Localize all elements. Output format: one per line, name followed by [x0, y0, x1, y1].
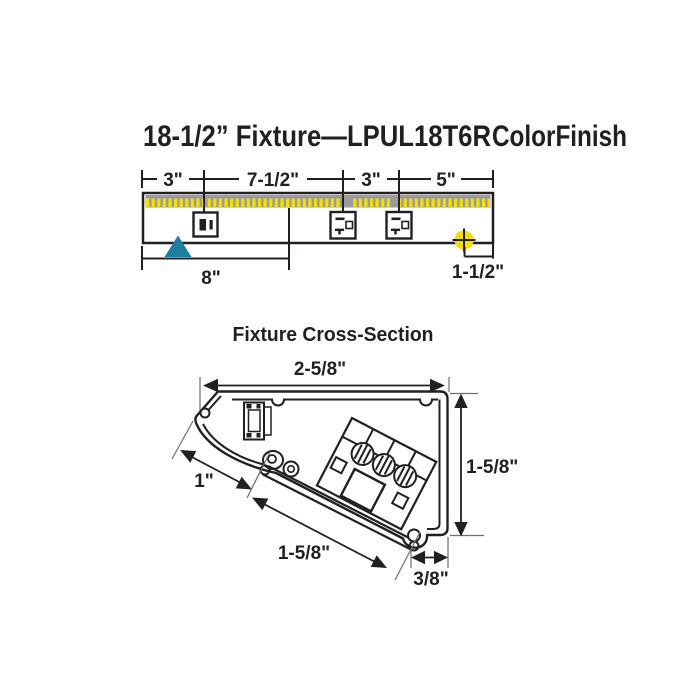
terminal-block [315, 416, 438, 531]
arrowhead-up [454, 393, 468, 408]
arrowhead [370, 555, 387, 568]
segment-dim-5in: 5" [436, 170, 456, 191]
ext-line [394, 531, 421, 581]
led-module [243, 401, 272, 441]
led-strip-dashes [146, 198, 490, 207]
fixture-top-view: 3" 7-1/2" 3" 5" [141, 168, 504, 289]
terminal-center-opening [339, 467, 387, 513]
terminal-slot-right [390, 491, 410, 511]
dim-lens-1in-label: 1" [194, 471, 214, 492]
label-bg [431, 168, 461, 189]
page-title: 18-1/2” Fixture—LPUL18T6R [143, 120, 491, 153]
fixture-cross-section: Fixture Cross-Section 2-5/8" 1-5/8" [171, 324, 518, 590]
arrowhead [235, 476, 252, 490]
arrowhead-down [454, 522, 468, 537]
arrowhead-right [430, 378, 445, 393]
label-bg [355, 168, 387, 189]
dim-right-1-625-label: 1-5/8" [466, 457, 518, 478]
page-title-colorfinish: ColorFinish [492, 120, 627, 153]
arrowhead [180, 450, 197, 463]
receptacle-icon [385, 210, 413, 240]
dim-2-625-label: 2-5/8" [294, 359, 346, 380]
dim-line-door [259, 501, 380, 565]
segment-dim-7-5in: 7-1/2" [247, 170, 299, 191]
ext-line [171, 420, 194, 460]
arrowhead-left [203, 378, 218, 393]
terminal-screw [350, 441, 375, 466]
segment-dim-3in-right: 3" [361, 170, 381, 191]
dim-8in-label: 8" [201, 268, 221, 289]
terminal-screw [371, 453, 396, 478]
led-strip-gap [344, 198, 353, 208]
label-bg [157, 168, 189, 189]
corner-boss [199, 407, 211, 419]
label-bg [239, 168, 307, 189]
ext-line [246, 451, 271, 499]
led-strip-gap [390, 198, 396, 208]
cross-section-title: Fixture Cross-Section [233, 324, 434, 346]
dim-line-lens [187, 454, 244, 485]
segment-dim-3in-left: 3" [163, 170, 183, 191]
dim-1-5in-label: 1-1/2" [452, 262, 504, 283]
arrowhead [434, 550, 448, 565]
power-outlet-icon [192, 211, 219, 238]
dim-door-1-625-label: 1-5/8" [278, 543, 330, 564]
dim-38-label: 3/8" [413, 569, 448, 590]
mount-triangle-icon [164, 235, 192, 257]
inner-wall-top [232, 398, 438, 407]
receptacle-icon [329, 210, 357, 240]
terminal-slot-left [329, 455, 349, 475]
arrowhead [411, 550, 425, 565]
lens-arc [202, 423, 267, 466]
terminal-screw [393, 464, 418, 489]
inner-wall-bottom [427, 523, 441, 530]
arrowhead [252, 497, 269, 511]
door-clip [262, 450, 300, 478]
